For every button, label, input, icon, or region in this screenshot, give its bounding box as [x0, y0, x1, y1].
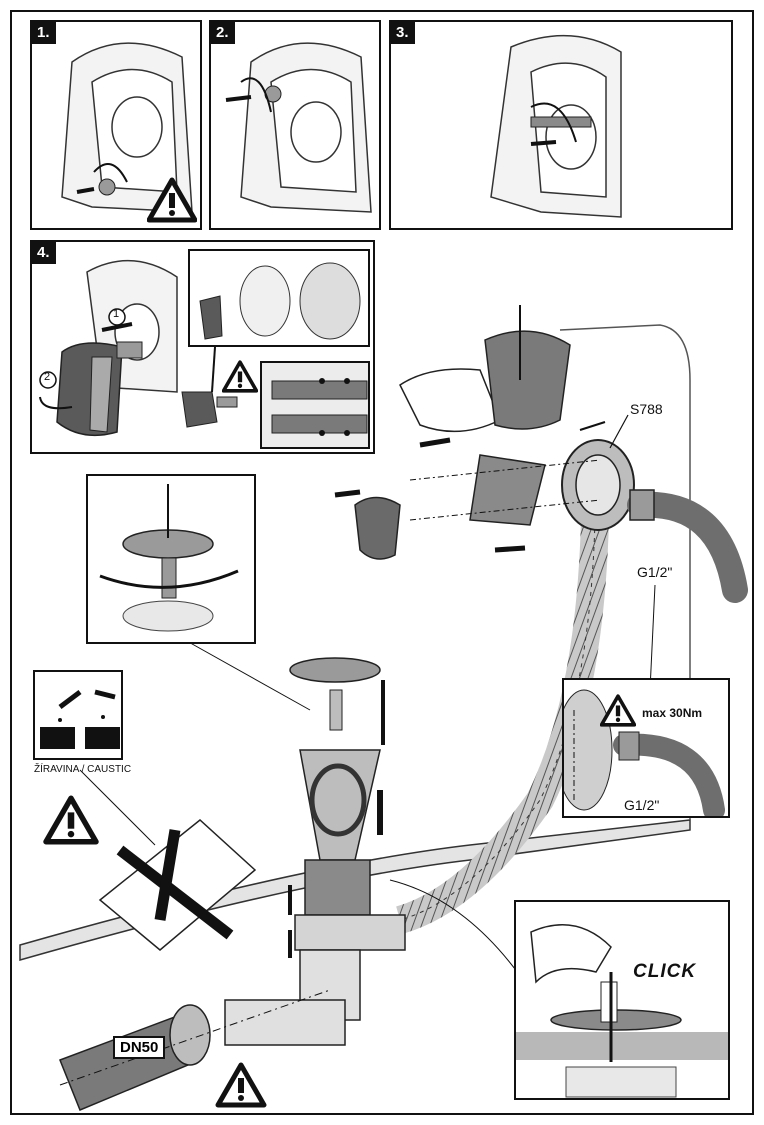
part-label-s788: S788: [630, 401, 663, 417]
warning-icon: [147, 177, 197, 223]
step-2-drawing: [225, 42, 372, 213]
step-4-inset-pipe: [260, 361, 370, 449]
pipe-section-drawing: [262, 363, 368, 447]
plug-detail-panel: [86, 474, 256, 644]
step-2-panel: 2.: [209, 20, 381, 230]
step-3-panel: 3.: [389, 20, 733, 230]
circle-1-label: 1: [113, 308, 120, 320]
caustic-label: ŽÍRAVINA / CAUSTIC: [34, 764, 132, 775]
step-number: 3.: [391, 22, 415, 44]
warning-icon: [222, 360, 258, 393]
click-detail-panel: CLICK: [514, 900, 730, 1100]
step-4-panel: 4. 1 2: [30, 240, 375, 454]
thread-label-top: G1/2": [637, 564, 673, 580]
step-number: 1.: [32, 22, 56, 44]
warning-icon: [43, 795, 99, 845]
torque-detail-panel: max 30Nm G1/2": [562, 678, 730, 818]
step-1-drawing: [61, 42, 193, 213]
step-4-inset-top: [188, 249, 370, 347]
torque-label: max 30Nm: [642, 706, 703, 720]
warning-icon: [215, 1062, 267, 1108]
torque-detail-drawing: [564, 689, 725, 816]
click-label: CLICK: [633, 961, 697, 982]
warning-icon: [600, 694, 636, 727]
pipe-size-label: DN50: [113, 1036, 166, 1059]
thread-label-bottom: G1/2": [624, 797, 660, 813]
inset-drawing: [199, 262, 361, 340]
instruction-sheet: [10, 10, 754, 1115]
step-number: 2.: [211, 22, 235, 44]
step-number: 4.: [32, 242, 56, 264]
plug-detail-drawing: [99, 484, 239, 632]
step-3-drawing: [490, 34, 622, 218]
circle-2-label: 2: [44, 371, 51, 383]
caustic-sign: [33, 670, 123, 760]
click-detail-drawing: [516, 924, 728, 1098]
caustic-icon: [40, 689, 120, 749]
step-1-panel: 1.: [30, 20, 202, 230]
